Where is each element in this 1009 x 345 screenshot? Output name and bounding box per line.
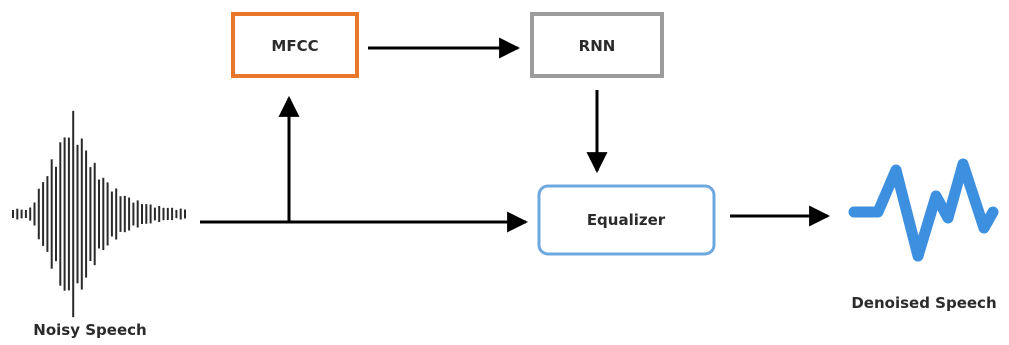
waveform-bar xyxy=(158,206,160,222)
waveform-bar xyxy=(132,203,134,226)
waveform-bar xyxy=(175,210,177,218)
waveform-bar xyxy=(72,111,74,317)
noisy-waveform-icon xyxy=(12,111,186,317)
waveform-bar xyxy=(102,178,104,250)
waveform-bar xyxy=(34,203,36,226)
clean-waveform-icon xyxy=(854,164,993,256)
mfcc-label: MFCC xyxy=(271,37,318,55)
waveform-bar xyxy=(42,182,44,246)
waveform-bar xyxy=(167,208,169,220)
waveform-bar xyxy=(46,176,48,252)
waveform-bar xyxy=(124,196,126,232)
waveform-bar xyxy=(115,189,117,240)
waveform-bar xyxy=(64,137,66,290)
waveform-bar xyxy=(171,208,173,220)
waveform-bar xyxy=(59,142,61,285)
equalizer-node: Equalizer xyxy=(539,186,714,254)
mfcc-node: MFCC xyxy=(233,14,357,76)
equalizer-label: Equalizer xyxy=(587,211,666,229)
waveform-bar xyxy=(184,210,186,219)
waveform-bar xyxy=(141,204,143,224)
waveform-bar xyxy=(85,151,87,278)
waveform-bar xyxy=(38,189,40,240)
waveform-bar xyxy=(25,210,27,218)
waveform-bar xyxy=(107,182,109,245)
waveform-bar xyxy=(81,139,83,290)
waveform-bar xyxy=(94,163,96,265)
waveform-bar xyxy=(29,208,31,221)
waveform-bar xyxy=(21,210,23,219)
waveform-bar xyxy=(145,204,147,224)
waveform-bar xyxy=(16,209,18,220)
waveform-bar xyxy=(163,208,165,220)
waveform-bar xyxy=(180,209,182,220)
waveform-bar xyxy=(89,167,91,261)
waveform-bar xyxy=(154,208,156,221)
waveform-bar xyxy=(150,205,152,224)
waveform-bar xyxy=(120,196,122,232)
waveform-bar xyxy=(55,167,57,261)
output-caption: Denoised Speech xyxy=(851,294,996,312)
input-caption: Noisy Speech xyxy=(33,321,146,339)
waveform-bar xyxy=(128,198,130,231)
waveform-bar xyxy=(137,200,139,227)
rnn-node: RNN xyxy=(532,14,662,76)
waveform-bar xyxy=(68,138,70,291)
waveform-bar xyxy=(12,210,14,218)
waveform-bar xyxy=(77,145,79,283)
waveform-bar xyxy=(111,192,113,237)
waveform-bar xyxy=(98,180,100,249)
rnn-label: RNN xyxy=(579,37,616,55)
waveform-bar xyxy=(51,159,53,268)
